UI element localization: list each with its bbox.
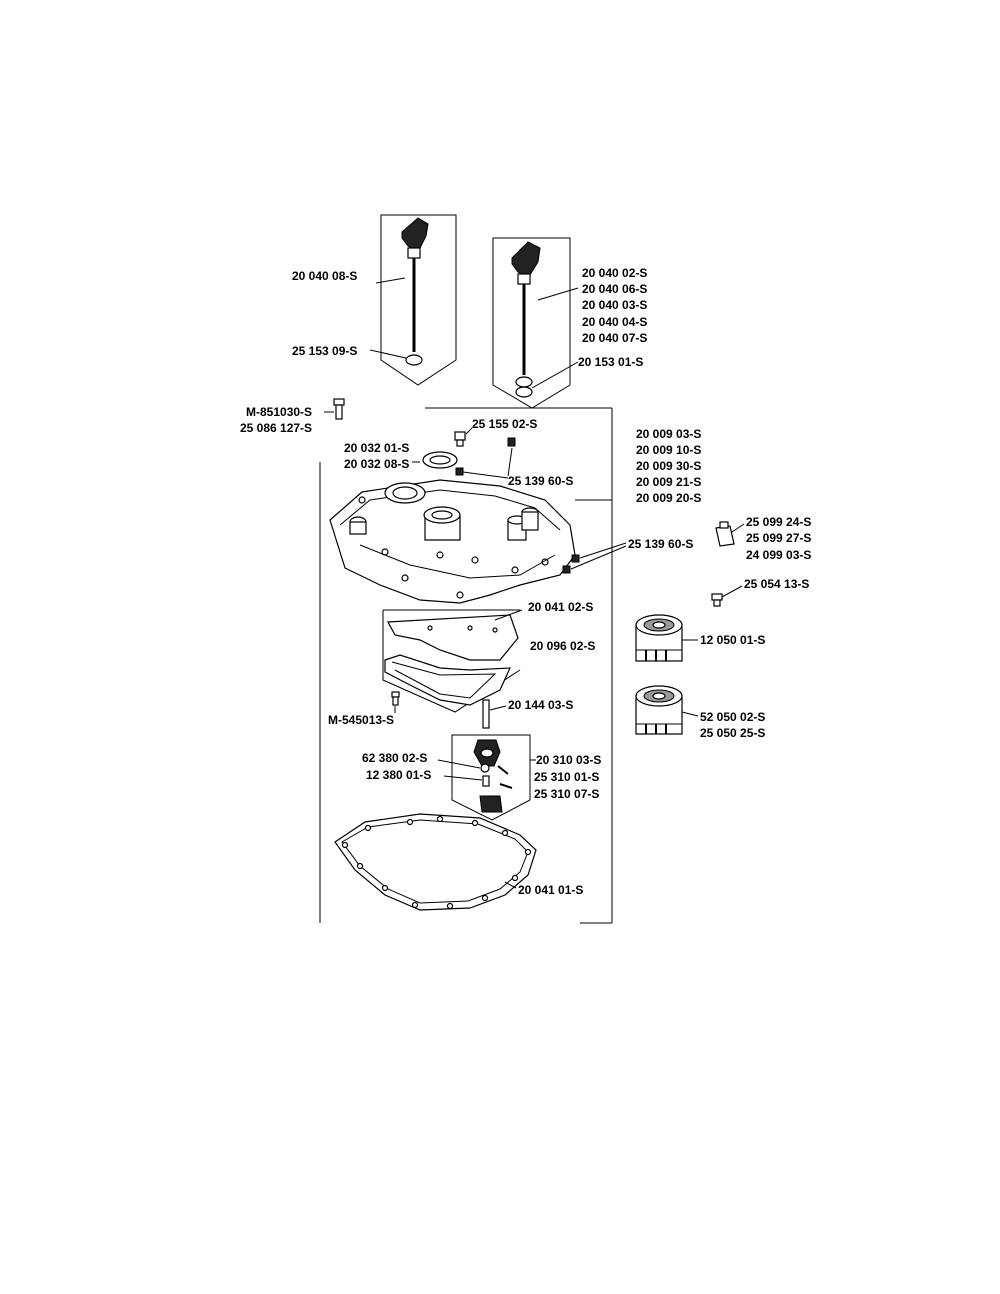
label-pump-part-2: 12 380 01-S: [366, 768, 431, 782]
cap: [454, 427, 473, 447]
label-fitting-1: 25 099 24-S: [746, 515, 811, 529]
label-cover-4: 20 009 21-S: [636, 475, 701, 489]
label-filter-a: 12 050 01-S: [700, 633, 765, 647]
plug-top: [455, 437, 516, 479]
assembly-bracket: [319, 407, 613, 924]
label-dipstick-b-1: 20 040 02-S: [582, 266, 647, 280]
oil-filter-b: [635, 685, 699, 735]
label-pin: 20 144 03-S: [508, 698, 573, 712]
dipstick-group-b: [492, 237, 579, 409]
label-oring-a: 25 153 09-S: [292, 344, 357, 358]
label-dipstick-b-3: 20 040 03-S: [582, 298, 647, 312]
label-pump-2: 25 310 01-S: [534, 770, 599, 784]
plug-side: [562, 542, 627, 574]
label-plate: 20 096 02-S: [530, 639, 595, 653]
pin: [482, 699, 507, 729]
label-dipstick-b-5: 20 040 07-S: [582, 331, 647, 345]
small-bolt: [391, 691, 400, 713]
label-pump-part-1: 62 380 02-S: [362, 751, 427, 765]
label-cap: 25 155 02-S: [472, 417, 537, 431]
plate: [382, 610, 521, 713]
cover-housing: [329, 479, 612, 604]
label-cover-2: 20 009 10-S: [636, 443, 701, 457]
label-cover-1: 20 009 03-S: [636, 427, 701, 441]
oring-a: [405, 354, 423, 366]
fitting: [715, 521, 745, 547]
label-seal-1: 20 032 01-S: [344, 441, 409, 455]
label-screw: 25 054 13-S: [744, 577, 809, 591]
label-gasket-plate: 20 041 02-S: [528, 600, 593, 614]
label-oring-b: 20 153 01-S: [578, 355, 643, 369]
main-gasket: [334, 813, 537, 911]
label-plug-side: 25 139 60-S: [628, 537, 693, 551]
label-filter-b-1: 52 050 02-S: [700, 710, 765, 724]
oring-b: [515, 386, 533, 398]
oil-pump-group: [437, 734, 536, 821]
seal: [412, 451, 458, 469]
label-fitting-2: 25 099 27-S: [746, 531, 811, 545]
label-cover-3: 20 009 30-S: [636, 459, 701, 473]
label-seal-2: 20 032 08-S: [344, 457, 409, 471]
screw: [711, 585, 743, 607]
oil-filter-a: [635, 614, 698, 662]
label-bolt-1: M-851030-S: [246, 405, 312, 419]
gasket-plate: [383, 609, 523, 661]
dipstick-group-a: [369, 214, 457, 386]
label-plug-top: 25 139 60-S: [508, 474, 573, 488]
label-dipstick-a: 20 040 08-S: [292, 269, 357, 283]
label-bolt-2: 25 086 127-S: [240, 421, 312, 435]
label-pump-3: 25 310 07-S: [534, 787, 599, 801]
label-pump-1: 20 310 03-S: [536, 753, 601, 767]
label-dipstick-b-4: 20 040 04-S: [582, 315, 647, 329]
label-fitting-3: 24 099 03-S: [746, 548, 811, 562]
label-filter-b-2: 25 050 25-S: [700, 726, 765, 740]
label-main-gasket: 20 041 01-S: [518, 883, 583, 897]
bolt: [324, 398, 345, 420]
label-dipstick-b-2: 20 040 06-S: [582, 282, 647, 296]
label-cover-5: 20 009 20-S: [636, 491, 701, 505]
label-small-bolt: M-545013-S: [328, 713, 394, 727]
